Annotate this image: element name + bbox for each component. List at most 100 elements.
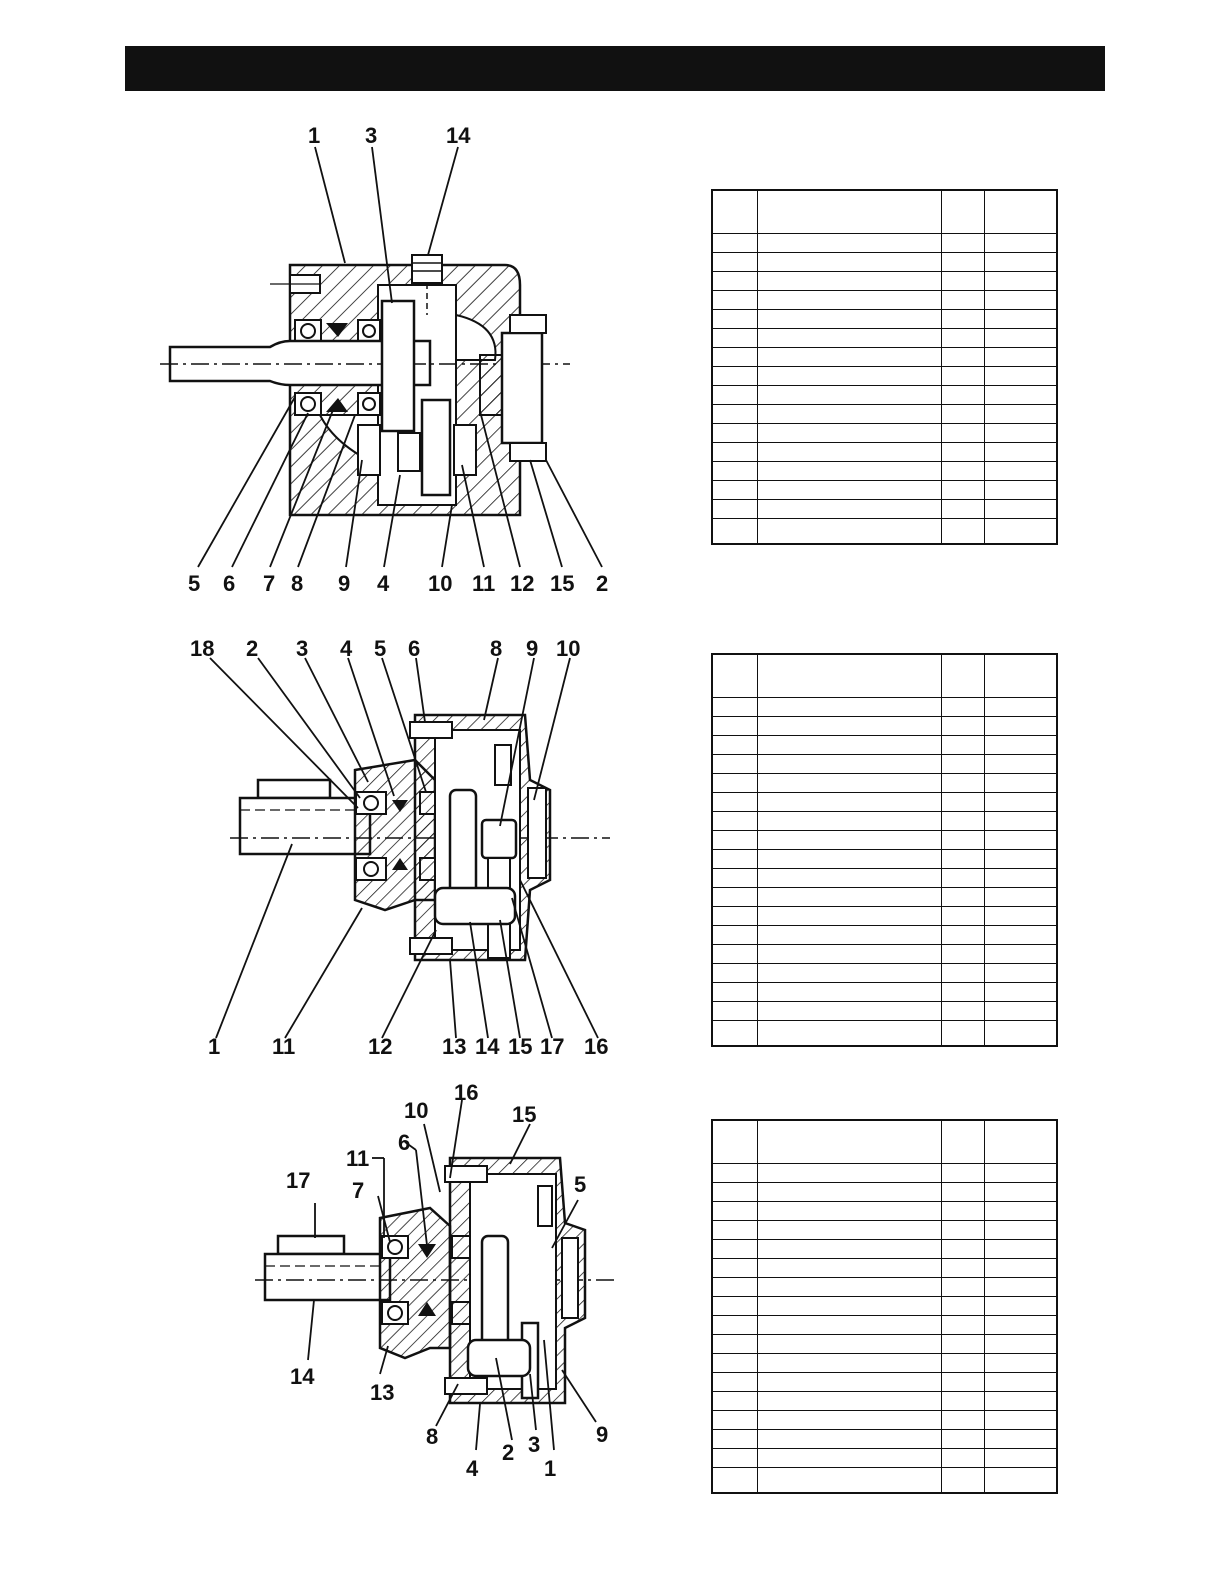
table-cell xyxy=(711,1391,759,1411)
table-cell xyxy=(711,366,759,386)
table-cell xyxy=(941,309,985,329)
table-cell xyxy=(983,1001,1058,1021)
table-cell xyxy=(757,328,943,348)
table-cell xyxy=(983,1239,1058,1259)
table-header-row xyxy=(711,653,1058,698)
table-cell xyxy=(941,906,985,926)
table-row xyxy=(711,887,1058,907)
table-cell xyxy=(941,697,985,717)
table-cell xyxy=(757,1448,943,1468)
table-cell xyxy=(757,1315,943,1335)
table-cell xyxy=(757,1334,943,1354)
table-row xyxy=(711,1163,1058,1183)
callout: 8 xyxy=(426,1424,438,1449)
table-cell xyxy=(983,366,1058,386)
table-row xyxy=(711,773,1058,793)
table-cell xyxy=(983,963,1058,983)
callout: 2 xyxy=(502,1440,514,1465)
table-cell xyxy=(983,518,1058,545)
table-row xyxy=(711,1315,1058,1335)
table-cell xyxy=(941,868,985,888)
table-cell xyxy=(711,290,759,310)
table-cell xyxy=(941,1220,985,1240)
table-cell xyxy=(941,233,985,253)
table-cell xyxy=(757,1201,943,1221)
table-cell xyxy=(711,944,759,964)
table-row xyxy=(711,1334,1058,1354)
table-row xyxy=(711,385,1058,405)
table-cell xyxy=(983,1182,1058,1202)
callout: 3 xyxy=(365,123,377,148)
table-cell xyxy=(711,716,759,736)
table-row xyxy=(711,518,1058,545)
table-row xyxy=(711,1258,1058,1278)
table-cell xyxy=(983,925,1058,945)
table-cell xyxy=(711,925,759,945)
table-cell xyxy=(757,963,943,983)
table-cell xyxy=(711,735,759,755)
table-cell xyxy=(941,1429,985,1449)
table-cell xyxy=(983,754,1058,774)
callout: 14 xyxy=(475,1034,500,1059)
parts-table-2 xyxy=(711,653,1058,1047)
table-row xyxy=(711,1220,1058,1240)
callout: 16 xyxy=(454,1080,478,1105)
table-cell xyxy=(711,1239,759,1259)
table-cell xyxy=(757,1410,943,1430)
callout: 2 xyxy=(596,571,608,596)
table-cell xyxy=(941,925,985,945)
table-cell xyxy=(757,811,943,831)
table-header-cell xyxy=(711,653,759,698)
table-cell xyxy=(983,1353,1058,1373)
table-cell xyxy=(941,366,985,386)
callout: 12 xyxy=(368,1034,392,1059)
table-cell xyxy=(711,1296,759,1316)
table-cell xyxy=(941,830,985,850)
callout: 4 xyxy=(377,571,390,596)
table-row xyxy=(711,404,1058,424)
callout: 10 xyxy=(404,1098,428,1123)
table-cell xyxy=(757,1277,943,1297)
table-cell xyxy=(711,309,759,329)
table-cell xyxy=(757,1258,943,1278)
table-cell xyxy=(757,1429,943,1449)
table-cell xyxy=(941,849,985,869)
table-cell xyxy=(941,1258,985,1278)
table-cell xyxy=(983,290,1058,310)
callout: 15 xyxy=(550,571,574,596)
table-cell xyxy=(941,499,985,519)
table-cell xyxy=(983,944,1058,964)
callout: 10 xyxy=(556,636,580,661)
table-cell xyxy=(711,423,759,443)
table-cell xyxy=(941,1163,985,1183)
table-row xyxy=(711,1001,1058,1021)
table-cell xyxy=(983,982,1058,1002)
table-cell xyxy=(711,1201,759,1221)
table-row xyxy=(711,290,1058,310)
table-row xyxy=(711,792,1058,812)
table-row xyxy=(711,735,1058,755)
callout: 1 xyxy=(308,123,320,148)
table-cell xyxy=(941,423,985,443)
table-header-cell xyxy=(757,189,943,234)
table-cell xyxy=(941,480,985,500)
table-cell xyxy=(941,1353,985,1373)
table-cell xyxy=(983,906,1058,926)
table-cell xyxy=(711,697,759,717)
table-row xyxy=(711,1467,1058,1494)
table-header-cell xyxy=(983,189,1058,234)
table-cell xyxy=(757,830,943,850)
table-cell xyxy=(941,271,985,291)
table-cell xyxy=(711,480,759,500)
table-cell xyxy=(757,792,943,812)
table-cell xyxy=(757,499,943,519)
table-cell xyxy=(941,792,985,812)
table-cell xyxy=(941,1277,985,1297)
table-cell xyxy=(711,887,759,907)
table-cell xyxy=(941,773,985,793)
parts-table-3 xyxy=(711,1119,1058,1494)
table-row xyxy=(711,252,1058,272)
table-cell xyxy=(757,1220,943,1240)
table-header-cell xyxy=(757,653,943,698)
table-row xyxy=(711,830,1058,850)
